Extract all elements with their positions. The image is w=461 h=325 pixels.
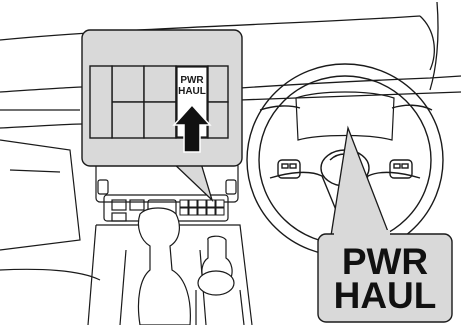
instrument-cluster <box>296 92 394 140</box>
console-switch-grid <box>180 200 224 215</box>
large-callout: PWR HAUL <box>318 128 452 322</box>
transfer-knob <box>196 236 244 325</box>
haul-label-large: HAUL <box>334 275 437 316</box>
small-callout: PWR HAUL <box>82 30 242 200</box>
pwr-label-small: PWR <box>180 75 204 86</box>
haul-label-small: HAUL <box>178 86 206 97</box>
